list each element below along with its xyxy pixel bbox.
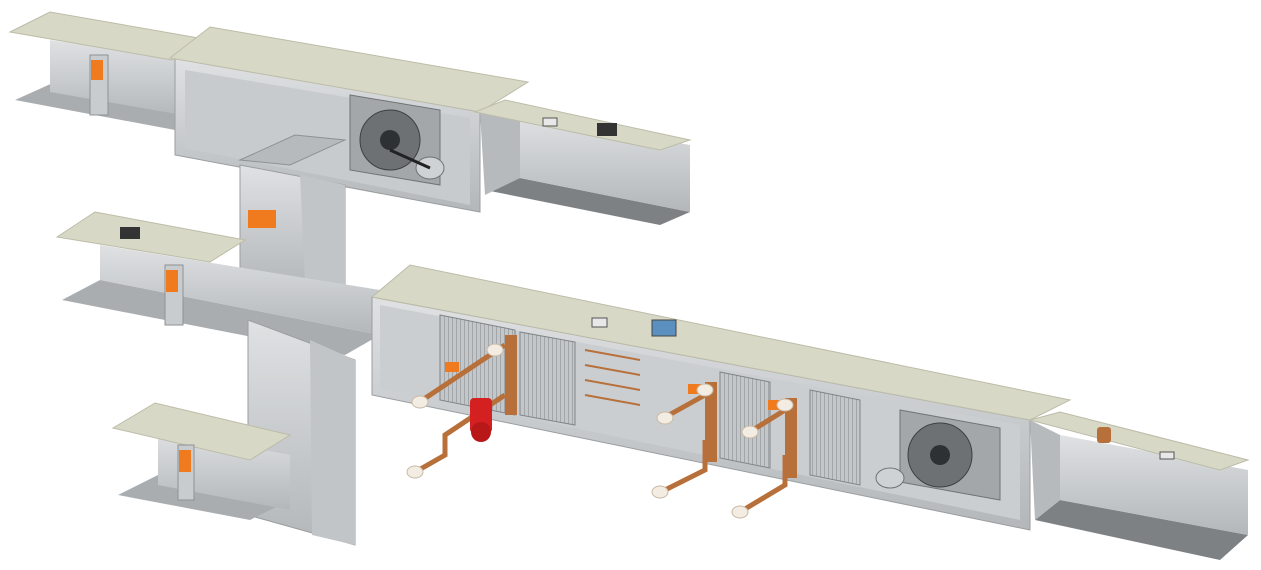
bottom-left-duct [111, 402, 292, 520]
coil-header [785, 398, 797, 478]
fire-damper-link [1097, 427, 1111, 443]
damper-actuator [248, 210, 276, 228]
sensor [120, 227, 140, 239]
top-outlet-duct [473, 99, 692, 225]
pipe-insulation-caps [406, 343, 794, 519]
control-display [651, 319, 677, 337]
sensor [591, 317, 608, 328]
upper-riser [239, 164, 346, 291]
coil [809, 389, 861, 486]
coil-header [705, 382, 717, 462]
damper-actuator [166, 270, 178, 292]
main-air-handling-unit [370, 264, 1072, 531]
pump [470, 398, 492, 442]
damper-actuator [91, 60, 103, 80]
sensor [1159, 451, 1175, 460]
discharge-duct [1028, 411, 1250, 560]
valve-actuators [445, 362, 782, 410]
motor [875, 467, 905, 489]
sensor [597, 123, 617, 136]
top-fan-section [168, 26, 530, 213]
coil-header [505, 335, 517, 415]
coil [719, 371, 771, 469]
damper-actuator [179, 450, 191, 472]
heater-elements [584, 349, 641, 406]
coil [519, 331, 576, 426]
top-left-intake-duct [8, 11, 212, 130]
sensor [542, 117, 558, 127]
middle-left-duct [55, 211, 380, 355]
